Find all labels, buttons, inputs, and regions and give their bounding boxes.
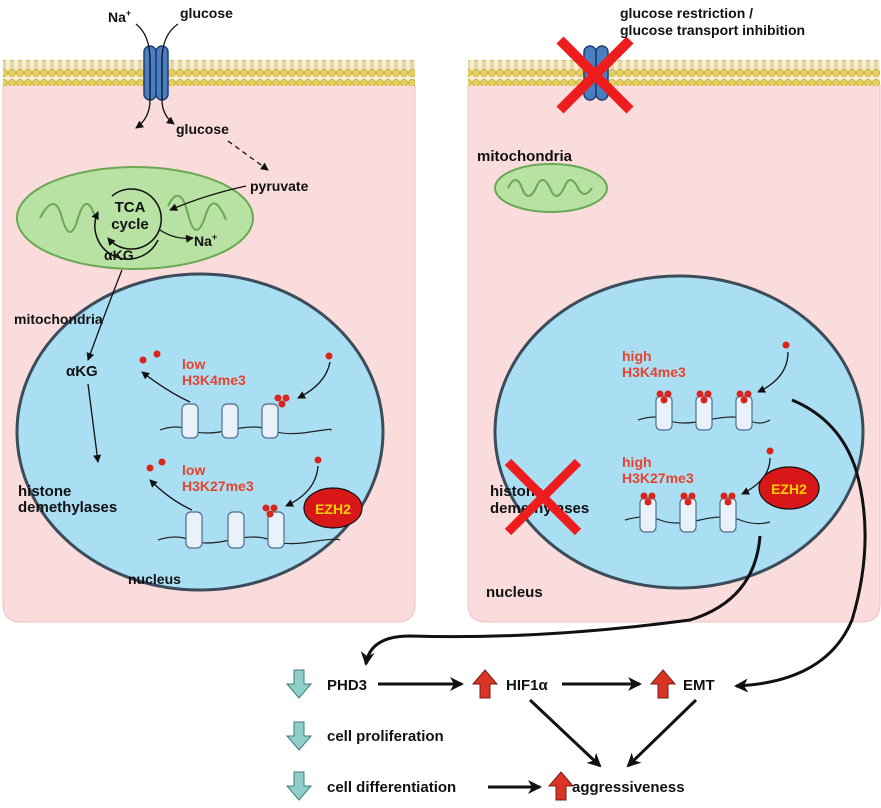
up-arrow-icon: [547, 771, 575, 801]
right-membrane: [468, 60, 880, 86]
mark-label-right-1a: high: [622, 348, 652, 364]
phd3-label: PHD3: [327, 677, 367, 694]
mark-label-right-1b: H3K4me3: [622, 364, 686, 380]
sodium-label: Na+: [108, 8, 131, 25]
up-arrow-icon: [471, 669, 499, 699]
nucleosome-row: [637, 395, 771, 431]
restriction-label-1: glucose restriction /: [620, 5, 753, 21]
cell-differentiation-label: cell differentiation: [327, 779, 456, 796]
nucleosome-row: [159, 403, 332, 439]
akg-export-arrow: [86, 269, 123, 361]
repression-to-phd3-arrow: [360, 535, 762, 666]
mark-label-left-1a: low: [182, 356, 205, 372]
glucose-import-arrow: [161, 23, 179, 125]
pyruvate-to-mito-arrow: [169, 185, 247, 211]
na-arrow-mito: [159, 229, 194, 243]
tca-cycle-arrow: [107, 188, 162, 250]
ezh2-icon: [758, 466, 820, 510]
mark-label-left-2b: H3K27me3: [182, 478, 254, 494]
sodium-mito-label: Na+: [194, 232, 217, 249]
hif1a-label: HIF1α: [506, 677, 549, 694]
methylation-arrow-2: [285, 465, 319, 507]
demethylation-arrow-1: [141, 371, 191, 403]
akg-label: αKG: [66, 363, 98, 380]
mitochondrion-icon: [494, 163, 608, 213]
pyruvate-label: pyruvate: [250, 178, 309, 194]
glucose-inside-label: glucose: [176, 121, 229, 137]
methyl-marks: [656, 341, 790, 404]
ezh2-label-left: EZH2: [315, 501, 351, 517]
nucleosome-row: [157, 511, 341, 549]
mitochondria-label-right: mitochondria: [477, 148, 573, 165]
sodium-arrow: [135, 23, 151, 129]
histone-demethylases-label-1: histone: [18, 483, 71, 500]
glucose-outside-label: glucose: [180, 5, 233, 21]
mark-label-right-2b: H3K27me3: [622, 470, 694, 486]
emt-label: EMT: [683, 677, 715, 694]
inhibition-cross-icon: [556, 36, 634, 114]
mark-label-right-2a: high: [622, 454, 652, 470]
hif-to-aggressiveness-arrow: [528, 698, 602, 768]
mitochondrion-icon: [16, 166, 254, 270]
glucose-transporter-icon: [143, 45, 169, 101]
down-arrow-icon: [285, 669, 313, 699]
mark-label-left-2a: low: [182, 462, 205, 478]
demethylase-cross-icon: [504, 458, 582, 536]
methyl-marks: [146, 456, 322, 518]
mitochondria-label-left: mitochondria: [14, 311, 103, 327]
methyl-marks: [640, 447, 774, 506]
emt-to-aggressiveness-arrow: [626, 698, 698, 768]
right-nucleus: [493, 274, 865, 590]
histone-demethylases-label-2: demethylases: [18, 499, 117, 516]
left-membrane: [3, 60, 415, 86]
down-arrow-icon: [285, 721, 313, 751]
ezh2-icon: [303, 487, 363, 529]
restriction-label-2: glucose transport inhibition: [620, 22, 805, 38]
mark-label-left-1b: H3K4me3: [182, 372, 246, 388]
akg-to-demethylase-arrow: [87, 383, 102, 463]
cell-proliferation-label: cell proliferation: [327, 728, 444, 745]
ezh2-label-right: EZH2: [771, 481, 807, 497]
methylation-arrow-r1: [757, 351, 789, 393]
aggressiveness-label: aggressiveness: [572, 779, 685, 796]
akg-mito-label: αKG: [104, 247, 134, 263]
tca-cycle-arrow-2: [91, 211, 159, 260]
down-arrow-icon: [285, 771, 313, 801]
methyl-marks: [139, 350, 333, 408]
up-arrow-icon: [649, 669, 677, 699]
nucleosome-row: [624, 497, 771, 533]
methylation-arrow-1: [297, 361, 331, 399]
nucleus-label-right: nucleus: [486, 584, 543, 601]
tca-label-2: cycle: [111, 216, 149, 233]
demethylation-arrow-2: [149, 479, 193, 511]
tca-label-1: TCA: [115, 199, 146, 216]
nucleus-label-left: nucleus: [128, 571, 181, 587]
activation-to-emt-arrow: [734, 398, 867, 693]
